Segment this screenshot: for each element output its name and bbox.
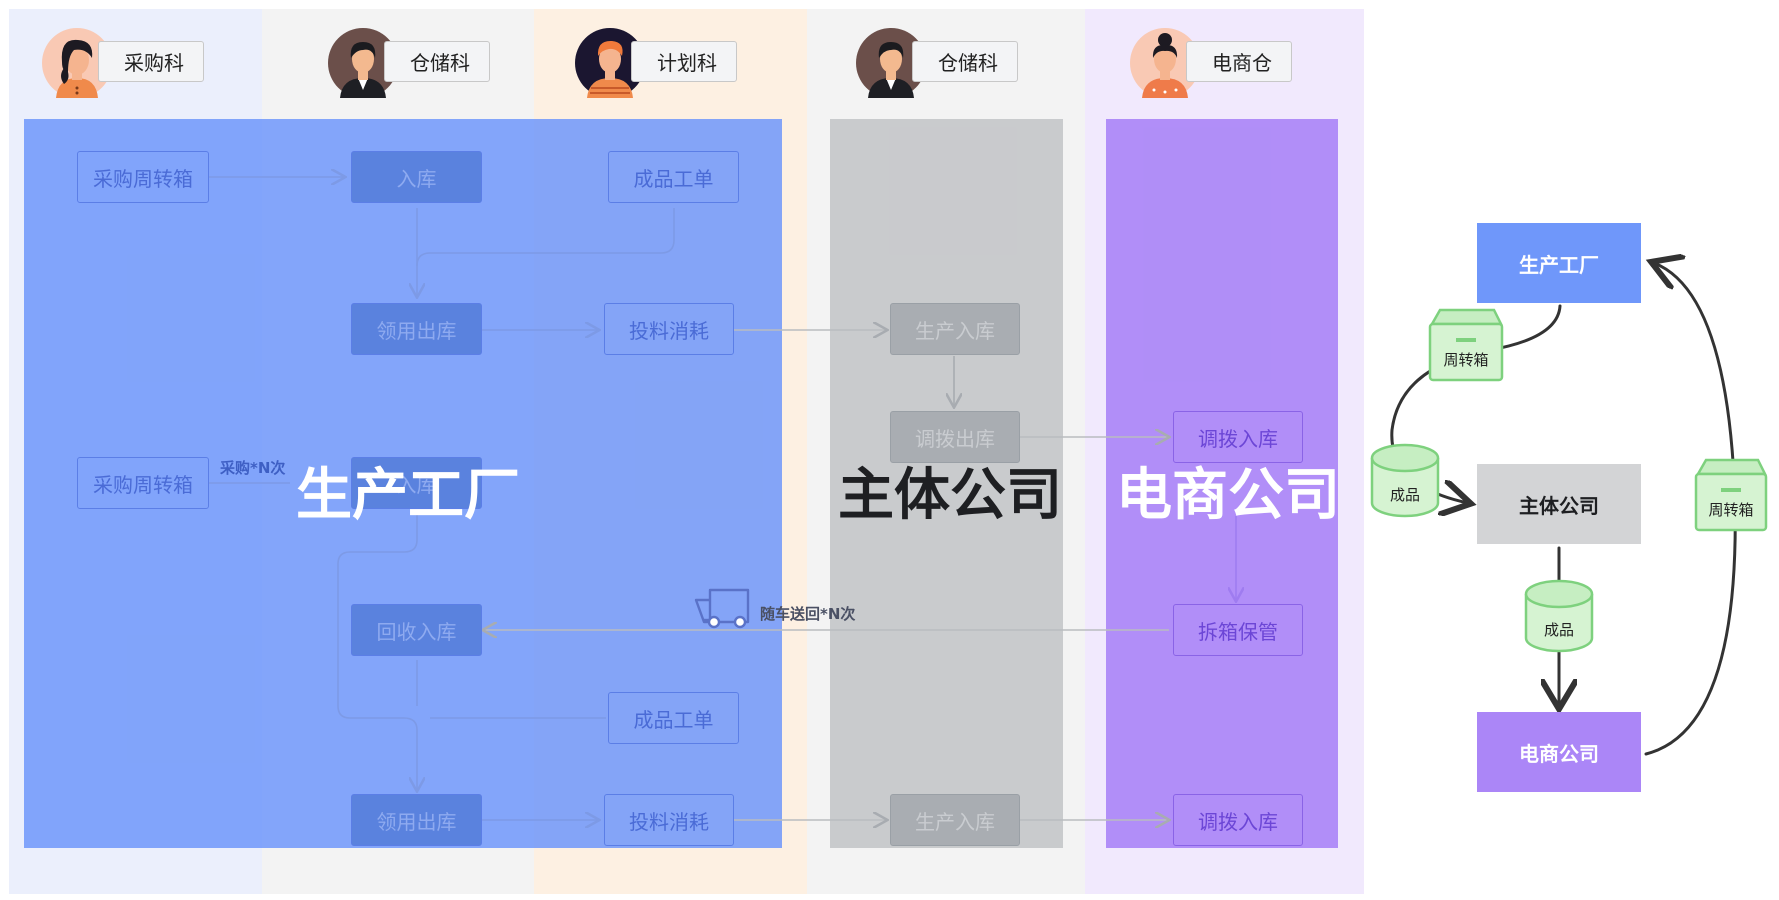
role-label-plan: 计划科 [631, 41, 737, 82]
crate-label-right: 周转箱 [1708, 501, 1754, 519]
cylinder-icon [1370, 443, 1440, 518]
process-inbound-1[interactable]: 入库 [351, 151, 482, 203]
overlay-ecom-company [1106, 119, 1338, 848]
process-unpack-store[interactable]: 拆箱保管 [1173, 604, 1303, 656]
crate-icon [1694, 458, 1768, 532]
annotation-purchase-n: 采购*N次 [220, 459, 286, 477]
process-issue-out-1[interactable]: 领用出库 [351, 303, 482, 355]
male-avatar-icon [575, 28, 645, 98]
process-transfer-in-1[interactable]: 调拨入库 [1173, 411, 1303, 463]
role-label-purchase: 采购科 [98, 41, 204, 82]
legend-ecom-company[interactable]: 电商公司 [1477, 712, 1641, 792]
role-label-ecom: 电商仓 [1186, 41, 1292, 82]
process-purchase-box-2[interactable]: 采购周转箱 [77, 457, 209, 509]
legend-factory[interactable]: 生产工厂 [1477, 223, 1641, 303]
process-transfer-out[interactable]: 调拨出库 [890, 411, 1020, 463]
male-avatar-icon [856, 28, 926, 98]
process-issue-out-2[interactable]: 领用出库 [351, 794, 482, 846]
process-recycle-inbound[interactable]: 回收入库 [351, 604, 482, 656]
crate-label-top: 周转箱 [1443, 351, 1489, 369]
process-transfer-in-2[interactable]: 调拨入库 [1173, 794, 1303, 846]
cylinder-label-left: 成品 [1389, 486, 1420, 504]
male-avatar-icon [328, 28, 398, 98]
cylinder-icon [1524, 579, 1594, 653]
cylinder-label-mid: 成品 [1543, 621, 1574, 639]
truck-icon [694, 588, 750, 629]
female-avatar-icon [42, 28, 112, 98]
process-purchase-box-1[interactable]: 采购周转箱 [77, 151, 209, 203]
legend-main-company[interactable]: 主体公司 [1477, 464, 1641, 544]
role-label-storage-1: 仓储科 [384, 41, 490, 82]
annotation-return-n: 随车送回*N次 [760, 605, 856, 623]
crate-icon [1428, 308, 1504, 382]
title-main-company: 主体公司 [838, 463, 1062, 528]
title-ecom-company: 电商公司 [1116, 463, 1340, 528]
process-inbound-2[interactable]: 入库 [351, 457, 482, 509]
female-avatar-icon [1130, 28, 1200, 98]
overlay-main-company [830, 119, 1063, 848]
process-prod-inbound-1[interactable]: 生产入库 [890, 303, 1020, 355]
role-label-storage-2: 仓储科 [912, 41, 1018, 82]
process-prod-inbound-2[interactable]: 生产入库 [890, 794, 1020, 846]
process-feed-consume-2[interactable]: 投料消耗 [604, 794, 734, 846]
process-feed-consume-1[interactable]: 投料消耗 [604, 303, 734, 355]
process-product-order-2[interactable]: 成品工单 [608, 692, 739, 744]
process-product-order-1[interactable]: 成品工单 [608, 151, 739, 203]
title-factory: 生产工厂 [296, 463, 520, 528]
